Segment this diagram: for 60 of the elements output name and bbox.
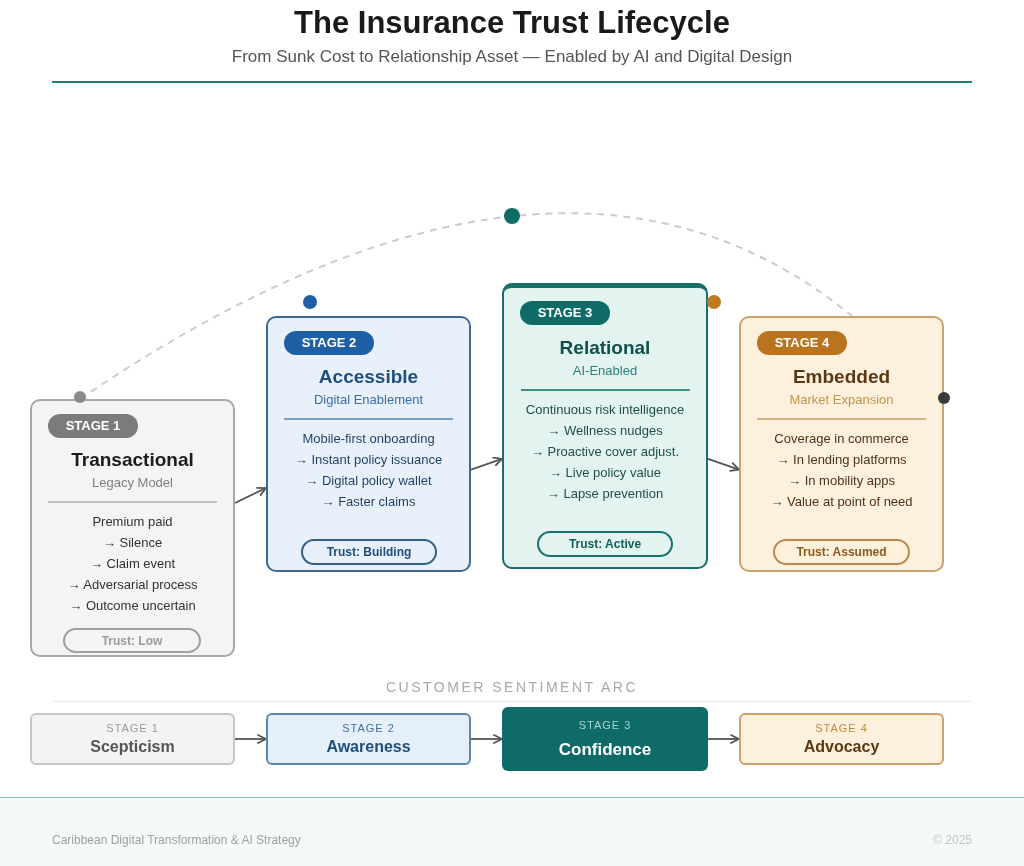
card-subtitle: Legacy Model <box>92 474 173 492</box>
stage-card <box>739 316 944 572</box>
stage-card <box>266 316 471 572</box>
card-subtitle: AI-Enabled <box>572 362 638 380</box>
sentiment-label: Awareness <box>326 737 411 757</box>
sentiment-label: Advocacy <box>803 737 880 757</box>
card-title: Relational <box>559 336 651 360</box>
section-heading: CUSTOMER SENTIMENT ARC <box>384 678 640 696</box>
card-title: Embedded <box>792 365 891 389</box>
trust-pill: Trust: Active <box>537 531 673 557</box>
stage-label: STAGE 4 <box>815 721 868 735</box>
stage-badge: STAGE 2 <box>284 331 374 355</box>
list-item: Coverage in commerce <box>774 430 909 448</box>
stage-label: STAGE 3 <box>578 718 632 732</box>
list-item: → In mobility apps <box>788 472 895 490</box>
sentiment-box <box>502 707 708 771</box>
list-item: Continuous risk intelligence <box>525 401 685 419</box>
list-item: → Proactive cover adjust. <box>530 443 680 461</box>
card-title: Accessible <box>318 365 419 389</box>
sentiment-box <box>739 713 944 765</box>
stage-card <box>502 283 708 569</box>
list-item: → Faster claims <box>321 493 416 511</box>
list-item: → Value at point of need <box>770 493 913 511</box>
stage-label: STAGE 2 <box>342 721 395 735</box>
list-item: → Silence <box>102 534 163 552</box>
arrow <box>707 458 740 472</box>
title: The Insurance Trust Lifecycle <box>293 4 731 42</box>
list-item: → Claim event <box>89 555 176 573</box>
stage-label: STAGE 1 <box>106 721 159 735</box>
list-item: → Digital policy wallet <box>305 472 432 490</box>
arrow <box>470 734 503 744</box>
list-item: → Lapse prevention <box>546 485 664 503</box>
list-item: → Live policy value <box>549 464 661 482</box>
sentiment-label: Scepticism <box>90 737 175 757</box>
sentiment-label: Confidence <box>558 740 652 760</box>
trust-pill: Trust: Assumed <box>773 539 910 565</box>
stage-badge: STAGE 3 <box>520 301 610 325</box>
stage-badge: STAGE 4 <box>757 331 847 355</box>
list-item: → Instant policy issuance <box>294 451 443 469</box>
trust-pill: Trust: Building <box>301 539 437 565</box>
sentiment-box <box>266 713 471 765</box>
footer-tagline: Caribbean Digital Transformation & AI Strategy <box>52 832 301 848</box>
arrow <box>470 456 503 471</box>
arrow <box>707 734 740 744</box>
stage-card <box>30 399 235 657</box>
stage-badge: STAGE 1 <box>48 414 138 438</box>
sentiment-box <box>30 713 235 765</box>
subtitle: From Sunk Cost to Relationship Asset — Enabled by AI and Digital Design <box>230 46 794 68</box>
list-item: Premium paid <box>92 513 173 531</box>
arrow <box>234 734 267 744</box>
trust-pill: Trust: Low <box>63 628 201 653</box>
list-item: → Adversarial process <box>67 576 198 594</box>
list-item: → Wellness nudges <box>547 422 663 440</box>
arrow <box>234 487 267 504</box>
card-subtitle: Market Expansion <box>789 391 894 409</box>
list-item: → Outcome uncertain <box>69 597 196 615</box>
list-item: → In lending platforms <box>776 451 907 469</box>
list-item: Mobile-first onboarding <box>302 430 435 448</box>
card-title: Transactional <box>71 448 194 472</box>
card-subtitle: Digital Enablement <box>313 391 424 409</box>
